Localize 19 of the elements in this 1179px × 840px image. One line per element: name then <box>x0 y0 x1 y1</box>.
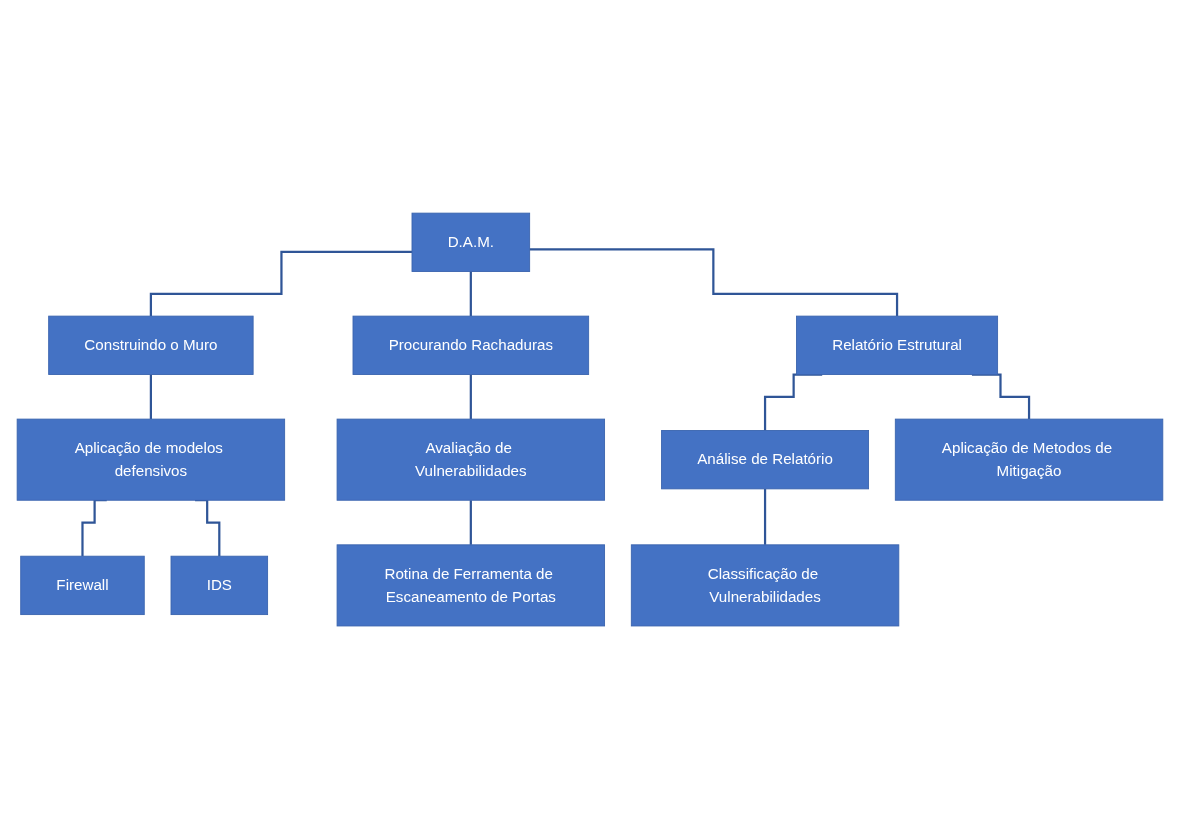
connector <box>469 270 472 318</box>
node-box: Avaliação de Vulnerabilidades <box>336 419 605 502</box>
connector <box>529 248 898 318</box>
node-box: Classificação de Vulnerabilidades <box>630 544 899 627</box>
node-box: Procurando Rachaduras <box>352 316 589 376</box>
node-box: Construindo o Muro <box>47 316 254 376</box>
node-box: Aplicação de modelos defensivos <box>16 419 285 502</box>
connector <box>763 488 766 547</box>
node-box: IDS <box>170 556 268 616</box>
connector <box>469 499 472 547</box>
node-box: Firewall <box>19 556 145 616</box>
node-box: Relatório Estrutural <box>795 316 998 376</box>
connector <box>149 373 152 421</box>
node-box: Rotina de Ferramenta de Escaneamento de Portas <box>336 544 605 627</box>
node-box: D.A.M. <box>411 213 530 273</box>
node-box: Análise de Relatório <box>660 430 869 490</box>
connector <box>469 373 472 421</box>
node-box: Aplicação de Metodos de Mitigação <box>894 419 1163 502</box>
connector <box>149 251 412 318</box>
